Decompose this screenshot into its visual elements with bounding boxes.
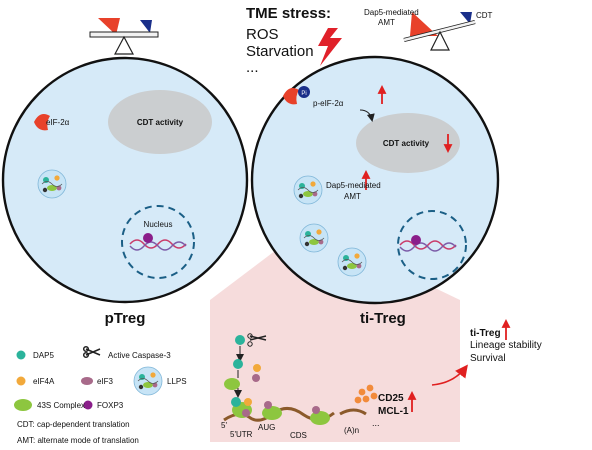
legend-llps-icon [133,366,163,396]
stress-title: TME stress: [246,5,331,22]
seesaw-right-label-2: AMT [378,18,395,27]
nucleus-left [121,205,195,279]
seesaw-right-label-1: Dap5-mediated [364,8,419,17]
legend-icons [14,345,163,411]
legend-llps: LLPS [167,377,187,386]
mrna-dots: ... [372,418,380,428]
outcome-lineage: Lineage stability [470,340,542,351]
legend-43s: 43S Complex [37,401,85,410]
seesaw-left [89,18,159,55]
stress-item-starvation: Starvation [246,43,314,60]
outcome-arrow [431,364,468,386]
legend-eif4a: eIF4A [33,377,55,386]
dap5-amt-line2: AMT [344,192,361,201]
mrna-cds: CDS [290,431,307,440]
outcome-survival: Survival [470,353,506,364]
cdt-activity-right: CDT activity [383,139,430,148]
up-arrows [361,84,511,412]
ti-treg-cell [250,55,500,305]
mrna-polya: (A)n [344,426,359,435]
eif2a-label: eIF-2α [46,118,70,127]
lightning-icon [318,28,342,66]
legend-amt-def: AMT: alternate mode of translation [17,436,139,445]
p-eif2a-label: p-eIF-2α [313,99,344,108]
mrna-aug: AUG [258,423,275,432]
phosphate-label: Pi [301,91,306,97]
dap5-in-panel [235,335,245,345]
stress-item-more: ... [246,59,259,76]
legend-43s-icon [14,399,32,411]
mechanism-detail [223,333,378,425]
legend-dap5-icon [16,350,26,360]
cdt-activity-zone-left [108,90,212,154]
peif2a-shape [283,88,299,105]
down-arrow [443,134,453,154]
product-mcl1: MCL-1 [378,406,409,417]
nucleus-right [397,210,467,280]
ptreg-cell [1,56,249,304]
legend-dap5: DAP5 [33,351,54,360]
mrna-utr: 5'UTR [230,430,253,439]
legend-cdt-def: CDT: cap-dependent translation [17,420,130,429]
llps-droplet-left [37,169,67,199]
cdt-activity-zone-right [356,113,460,173]
mrna-five-prime: 5' [221,421,227,430]
caspase-scissors-icon [249,335,267,341]
nucleus-label: Nucleus [144,220,173,229]
legend-caspase-scissors-icon [82,345,101,359]
legend-eif3-icon [81,377,93,385]
seesaw-right [403,12,476,51]
ptreg-label: pTreg [105,310,146,327]
dap5-amt-line1: Dap5-mediated [326,181,381,190]
phosphate-icon [298,86,310,98]
legend-eif4a-icon [16,376,26,386]
legend-foxp3: FOXP3 [97,401,124,410]
eif2a-shape-left [34,114,50,131]
cdt-activity-left: CDT activity [137,118,184,127]
outcome-title: ti-Treg [470,328,501,339]
legend-eif3: eIF3 [97,377,114,386]
foxp3-marker-right [411,235,421,245]
llps-droplet-right-3 [337,247,367,277]
seesaw-right-cdt: CDT [476,11,493,20]
legend-caspase: Active Caspase-3 [108,351,171,360]
llps-droplet-right-1 [293,175,323,205]
llps-droplet-right-2 [299,223,329,253]
ti-treg-label: ti-Treg [360,310,406,327]
stress-item-ros: ROS [246,26,279,43]
product-cd25: CD25 [378,393,404,404]
foxp3-marker-left [143,233,153,243]
inhibition-arrow [359,109,375,122]
legend-foxp3-icon [83,400,93,410]
